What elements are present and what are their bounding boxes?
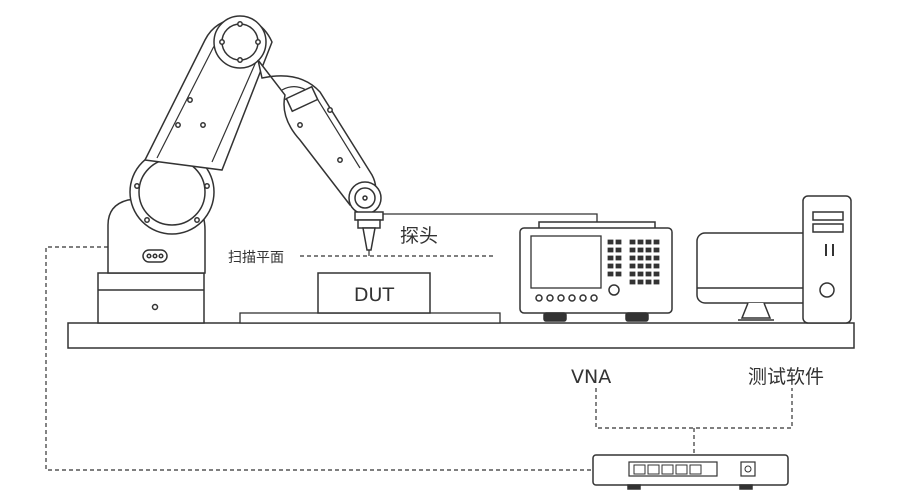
table bbox=[67, 322, 855, 349]
robot-base bbox=[97, 272, 205, 324]
network-connections bbox=[45, 246, 793, 471]
test-software-label: 测试软件 bbox=[748, 366, 824, 388]
dut-platform bbox=[239, 312, 501, 324]
probe-label: 探头 bbox=[400, 225, 438, 247]
vna-label: VNA bbox=[571, 366, 611, 388]
vna-instrument bbox=[519, 221, 673, 322]
network-switch bbox=[592, 454, 789, 490]
probe bbox=[362, 227, 376, 251]
monitor bbox=[696, 232, 816, 304]
end-effector bbox=[354, 211, 384, 221]
scan-plane-label: 扫描平面 bbox=[228, 250, 284, 266]
probe-cable bbox=[383, 213, 598, 224]
vna-screen bbox=[530, 235, 602, 289]
robot-arm bbox=[97, 15, 384, 324]
dut-box: DUT bbox=[317, 272, 431, 314]
dut-label: DUT bbox=[354, 284, 395, 306]
computer bbox=[696, 195, 852, 324]
